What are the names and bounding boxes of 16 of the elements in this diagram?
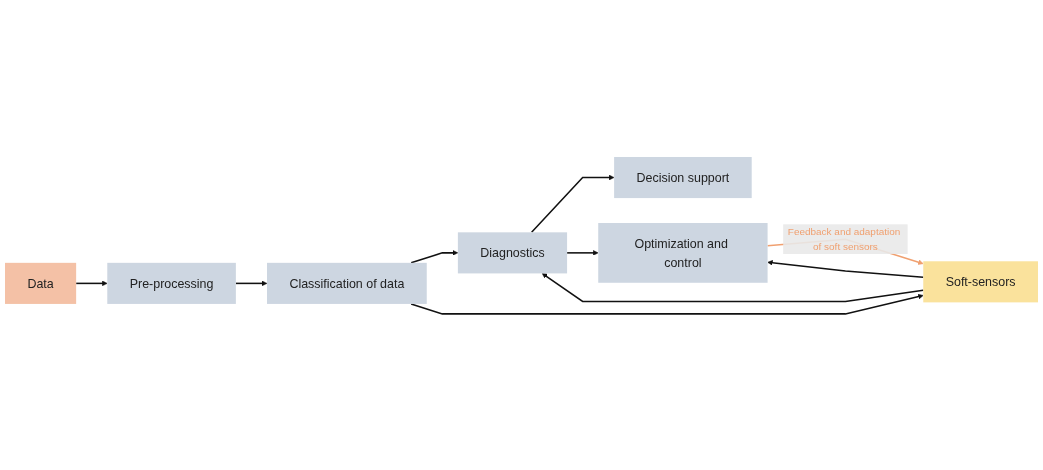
arrow (767, 259, 925, 278)
node-box: Diagnostics (457, 231, 568, 273)
node-box: Classification of data (267, 262, 427, 304)
arrow (566, 249, 599, 256)
node-box: Pre-processing (107, 262, 236, 304)
edge-label: Feedback and adaptation of soft sensors (787, 225, 901, 252)
node-box: Soft-sensors (923, 260, 1038, 302)
arrow (530, 174, 615, 233)
arrow (235, 280, 268, 286)
arrow (541, 272, 925, 302)
arrow (75, 280, 108, 286)
node-box: Optimization and control (598, 222, 768, 283)
node-box: Decision support (614, 156, 752, 198)
node-box: Data (5, 262, 77, 304)
arrow (410, 249, 459, 264)
arrow (410, 293, 924, 315)
